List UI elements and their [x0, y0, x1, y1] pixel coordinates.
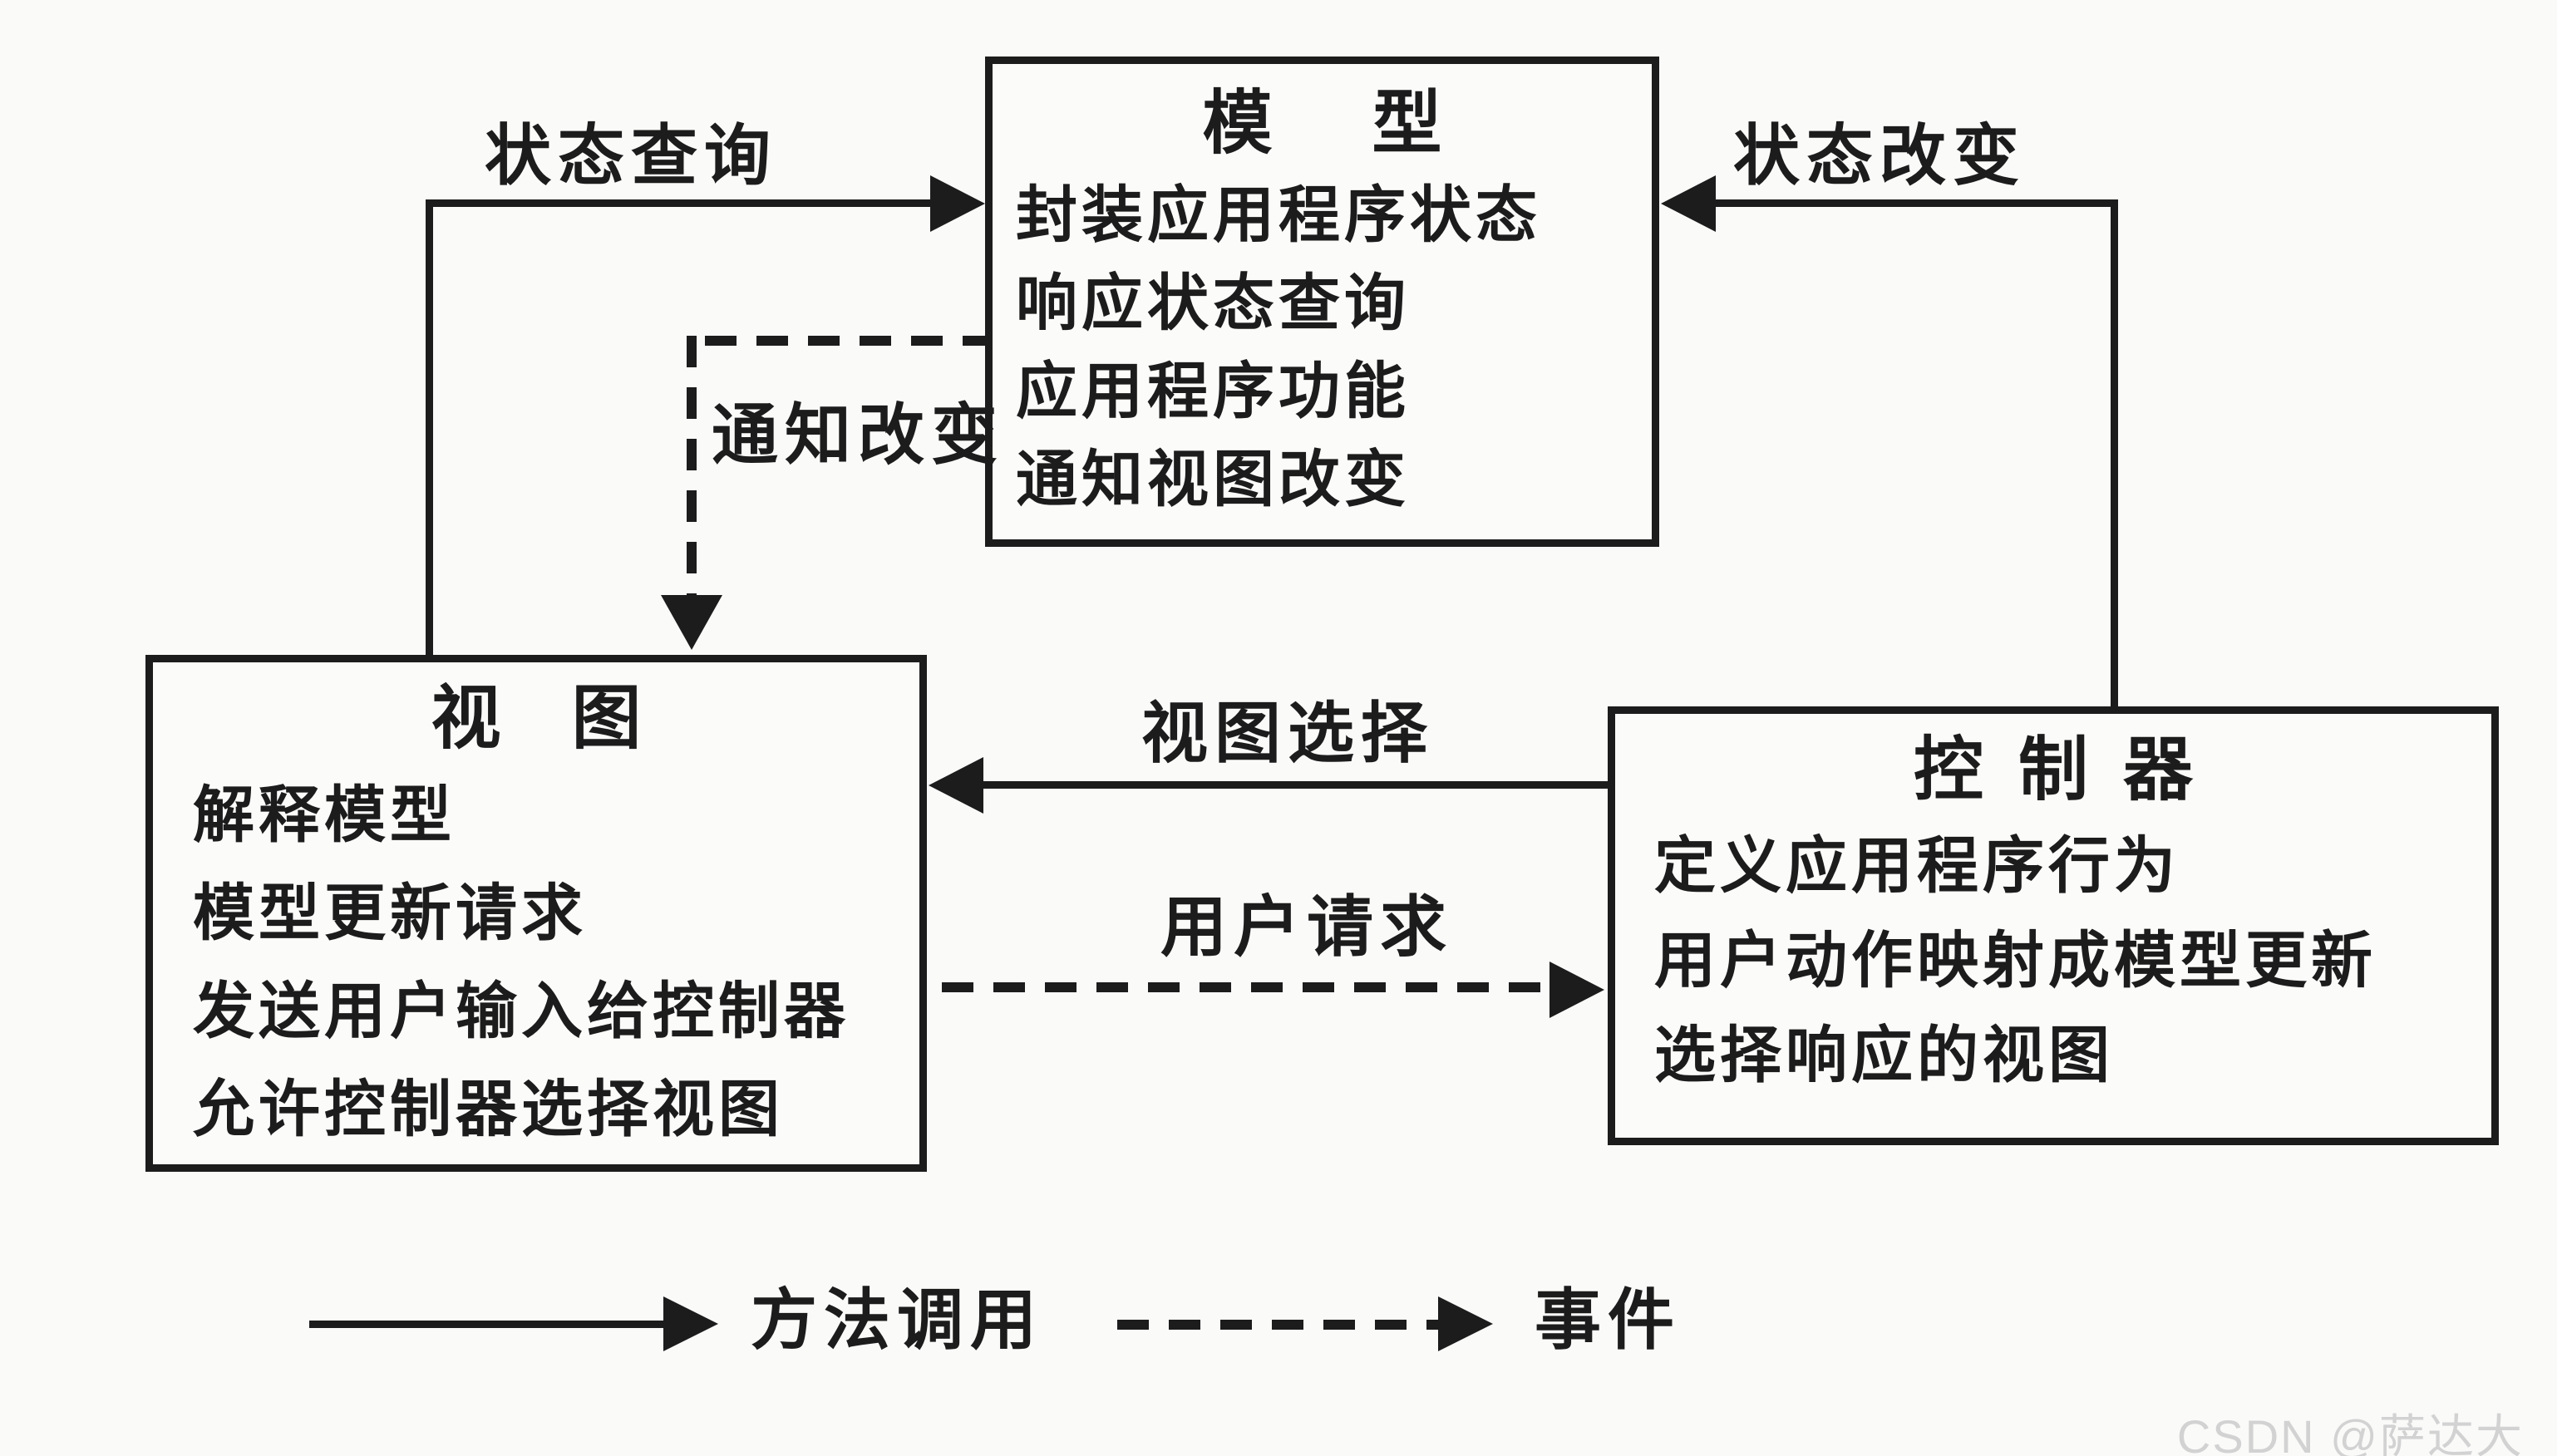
- arrowhead-right-icon: [930, 175, 985, 232]
- controller-lines: 定义应用程序行为 用户动作映射成模型更新 选择响应的视图: [1654, 819, 2377, 1103]
- controller-line: 定义应用程序行为: [1654, 831, 2180, 900]
- model-lines: 封装应用程序状态 响应状态查询 应用程序功能 通知视图改变: [1016, 171, 1541, 524]
- legend-event-line: [1117, 1320, 1440, 1330]
- state-change-label: 状态改变: [1733, 119, 2026, 193]
- legend-method-call-line: [309, 1321, 665, 1328]
- view-title: 视图: [431, 679, 712, 757]
- model-line: 封装应用程序状态: [1016, 180, 1541, 249]
- view-line: 模型更新请求: [193, 878, 587, 947]
- controller-line: 用户动作映射成模型更新: [1654, 926, 2377, 995]
- notify-change-line-horizontal: [705, 336, 985, 346]
- arrowhead-down-icon: [661, 595, 722, 650]
- state-change-line-horizontal: [1714, 199, 2118, 207]
- arrowhead-right-icon: [663, 1296, 718, 1351]
- model-title: 模型: [1202, 84, 1542, 162]
- model-line: 响应状态查询: [1016, 268, 1410, 337]
- arrowhead-left-icon: [1661, 175, 1716, 232]
- view-lines: 解释模型 模型更新请求 发送用户输入给控制器 允许控制器选择视图: [193, 766, 850, 1158]
- legend-method-call-label: 方法调用: [751, 1283, 1043, 1357]
- notify-change-line-vertical: [687, 336, 697, 597]
- legend-event-label: 事件: [1535, 1283, 1681, 1357]
- view-line: 发送用户输入给控制器: [193, 976, 850, 1045]
- state-change-line-vertical: [2111, 199, 2118, 706]
- user-request-line: [942, 982, 1553, 992]
- view-select-label: 视图选择: [1141, 696, 1434, 770]
- user-request-label: 用户请求: [1160, 890, 1453, 964]
- model-line: 通知视图改变: [1016, 445, 1410, 514]
- arrowhead-right-icon: [1438, 1296, 1493, 1351]
- controller-title: 控制器: [1913, 730, 2228, 809]
- view-line: 允许控制器选择视图: [193, 1075, 784, 1144]
- notify-change-label: 通知改变: [712, 398, 1004, 472]
- arrowhead-left-icon: [929, 757, 983, 814]
- view-line: 解释模型: [193, 780, 456, 849]
- arrowhead-right-icon: [1549, 962, 1604, 1018]
- model-line: 应用程序功能: [1016, 357, 1410, 425]
- state-query-line-vertical: [426, 199, 433, 655]
- view-select-line: [982, 781, 1608, 789]
- view-box: [145, 655, 927, 1172]
- controller-box: [1608, 706, 2499, 1145]
- state-query-line-horizontal: [426, 199, 933, 207]
- controller-line: 选择响应的视图: [1654, 1021, 2114, 1090]
- state-query-label: 状态查询: [485, 119, 777, 193]
- model-box: [985, 57, 1659, 547]
- csdn-watermark: CSDN @萨达大: [2176, 1410, 2524, 1456]
